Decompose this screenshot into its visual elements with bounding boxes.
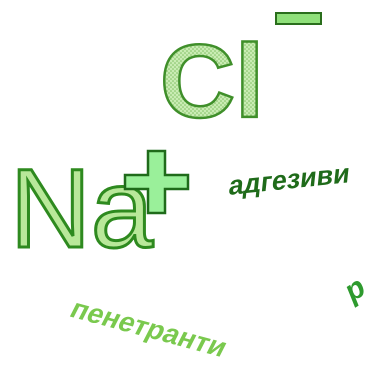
word-adhesives: адгезиви xyxy=(227,157,351,201)
plus-sign-icon xyxy=(123,149,190,215)
word-partial: р xyxy=(341,269,369,310)
minus-sign-icon xyxy=(275,12,322,25)
word-penetrants: пенетранти xyxy=(65,293,233,363)
sodium-symbol: Na xyxy=(10,146,154,271)
chloride-symbol: Cl xyxy=(160,24,264,140)
